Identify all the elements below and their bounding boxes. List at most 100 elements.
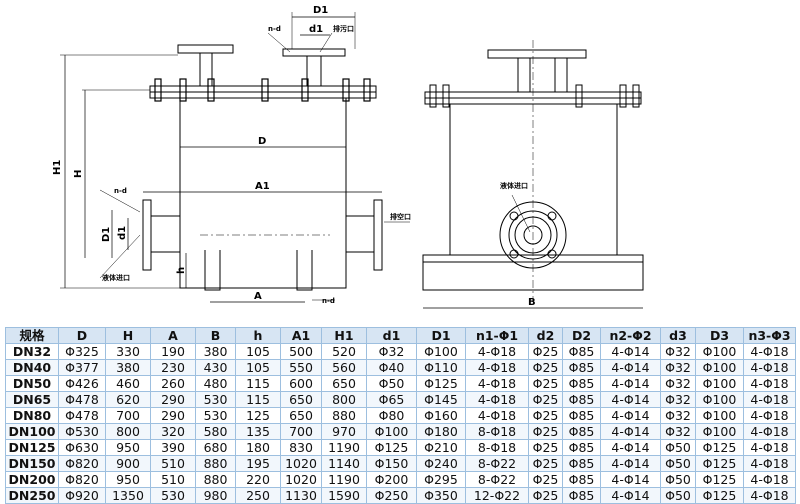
value-cell: 650: [280, 407, 322, 424]
spec-cell: DN32: [5, 343, 59, 360]
column-header: d1: [366, 327, 417, 344]
value-cell: 550: [280, 359, 322, 376]
value-cell: Φ32: [366, 343, 417, 360]
value-cell: 4-Φ14: [600, 359, 661, 376]
value-cell: Φ100: [695, 343, 744, 360]
value-cell: 4-Φ18: [743, 439, 796, 456]
value-cell: Φ50: [660, 439, 696, 456]
value-cell: Φ85: [562, 375, 601, 392]
value-cell: Φ85: [562, 359, 601, 376]
value-cell: 380: [195, 343, 236, 360]
value-cell: 480: [195, 375, 236, 392]
value-cell: 4-Φ18: [743, 359, 796, 376]
dim-B: B: [528, 297, 536, 308]
value-cell: Φ50: [660, 455, 696, 472]
value-cell: Φ25: [528, 471, 563, 488]
column-header: D: [58, 327, 106, 344]
value-cell: 4-Φ14: [600, 375, 661, 392]
value-cell: 8-Φ18: [465, 439, 529, 456]
value-cell: Φ32: [660, 343, 696, 360]
dim-D: D: [258, 136, 266, 147]
value-cell: 600: [280, 375, 322, 392]
value-cell: Φ160: [416, 407, 466, 424]
value-cell: 510: [150, 471, 196, 488]
value-cell: Φ125: [416, 375, 466, 392]
value-cell: 4-Φ14: [600, 343, 661, 360]
value-cell: Φ377: [58, 359, 106, 376]
value-cell: Φ25: [528, 359, 563, 376]
value-cell: 115: [235, 375, 281, 392]
value-cell: 950: [105, 471, 151, 488]
value-cell: Φ40: [366, 359, 417, 376]
column-header: D1: [416, 327, 466, 344]
column-header: n3-Φ3: [743, 327, 796, 344]
value-cell: Φ240: [416, 455, 466, 472]
column-header: h: [235, 327, 281, 344]
spec-cell: DN250: [5, 487, 59, 504]
value-cell: 510: [150, 455, 196, 472]
value-cell: 4-Φ14: [600, 455, 661, 472]
value-cell: Φ820: [58, 471, 106, 488]
dim-H1: H1: [52, 160, 63, 175]
value-cell: 380: [105, 359, 151, 376]
value-cell: 4-Φ14: [600, 471, 661, 488]
column-header: n2-Φ2: [600, 327, 661, 344]
value-cell: 4-Φ14: [600, 407, 661, 424]
value-cell: 650: [321, 375, 367, 392]
value-cell: 980: [195, 487, 236, 504]
value-cell: Φ32: [660, 423, 696, 440]
value-cell: Φ150: [366, 455, 417, 472]
column-header: d2: [528, 327, 563, 344]
value-cell: 950: [105, 439, 151, 456]
value-cell: 4-Φ14: [600, 423, 661, 440]
value-cell: Φ530: [58, 423, 106, 440]
value-cell: Φ478: [58, 391, 106, 408]
dim-A: A: [254, 291, 262, 302]
value-cell: 4-Φ18: [743, 455, 796, 472]
value-cell: 390: [150, 439, 196, 456]
dim-h: h: [176, 267, 187, 274]
value-cell: Φ85: [562, 423, 601, 440]
value-cell: 530: [195, 407, 236, 424]
value-cell: 880: [195, 471, 236, 488]
spec-cell: DN150: [5, 455, 59, 472]
value-cell: 880: [195, 455, 236, 472]
value-cell: 8-Φ22: [465, 471, 529, 488]
value-cell: 4-Φ14: [600, 439, 661, 456]
value-cell: 4-Φ14: [600, 391, 661, 408]
value-cell: 1590: [321, 487, 367, 504]
value-cell: Φ100: [695, 423, 744, 440]
value-cell: 430: [195, 359, 236, 376]
value-cell: 4-Φ18: [743, 343, 796, 360]
value-cell: 880: [321, 407, 367, 424]
value-cell: 500: [280, 343, 322, 360]
value-cell: Φ295: [416, 471, 466, 488]
value-cell: Φ25: [528, 407, 563, 424]
dim-D1: D1: [313, 5, 328, 16]
dim-n-d-bottom: n-d: [322, 297, 335, 305]
value-cell: 4-Φ18: [743, 375, 796, 392]
value-cell: Φ100: [695, 359, 744, 376]
value-cell: 230: [150, 359, 196, 376]
value-cell: 250: [235, 487, 281, 504]
spec-cell: DN125: [5, 439, 59, 456]
value-cell: 125: [235, 407, 281, 424]
value-cell: 460: [105, 375, 151, 392]
value-cell: 700: [280, 423, 322, 440]
value-cell: Φ32: [660, 391, 696, 408]
value-cell: 320: [150, 423, 196, 440]
spec-cell: DN100: [5, 423, 59, 440]
value-cell: 4-Φ18: [465, 407, 529, 424]
spec-cell: DN65: [5, 391, 59, 408]
value-cell: Φ200: [366, 471, 417, 488]
dim-d1: d1: [309, 24, 323, 35]
dim-H: H: [73, 170, 84, 178]
value-cell: Φ100: [695, 407, 744, 424]
column-header: d3: [660, 327, 696, 344]
value-cell: 8-Φ18: [465, 423, 529, 440]
